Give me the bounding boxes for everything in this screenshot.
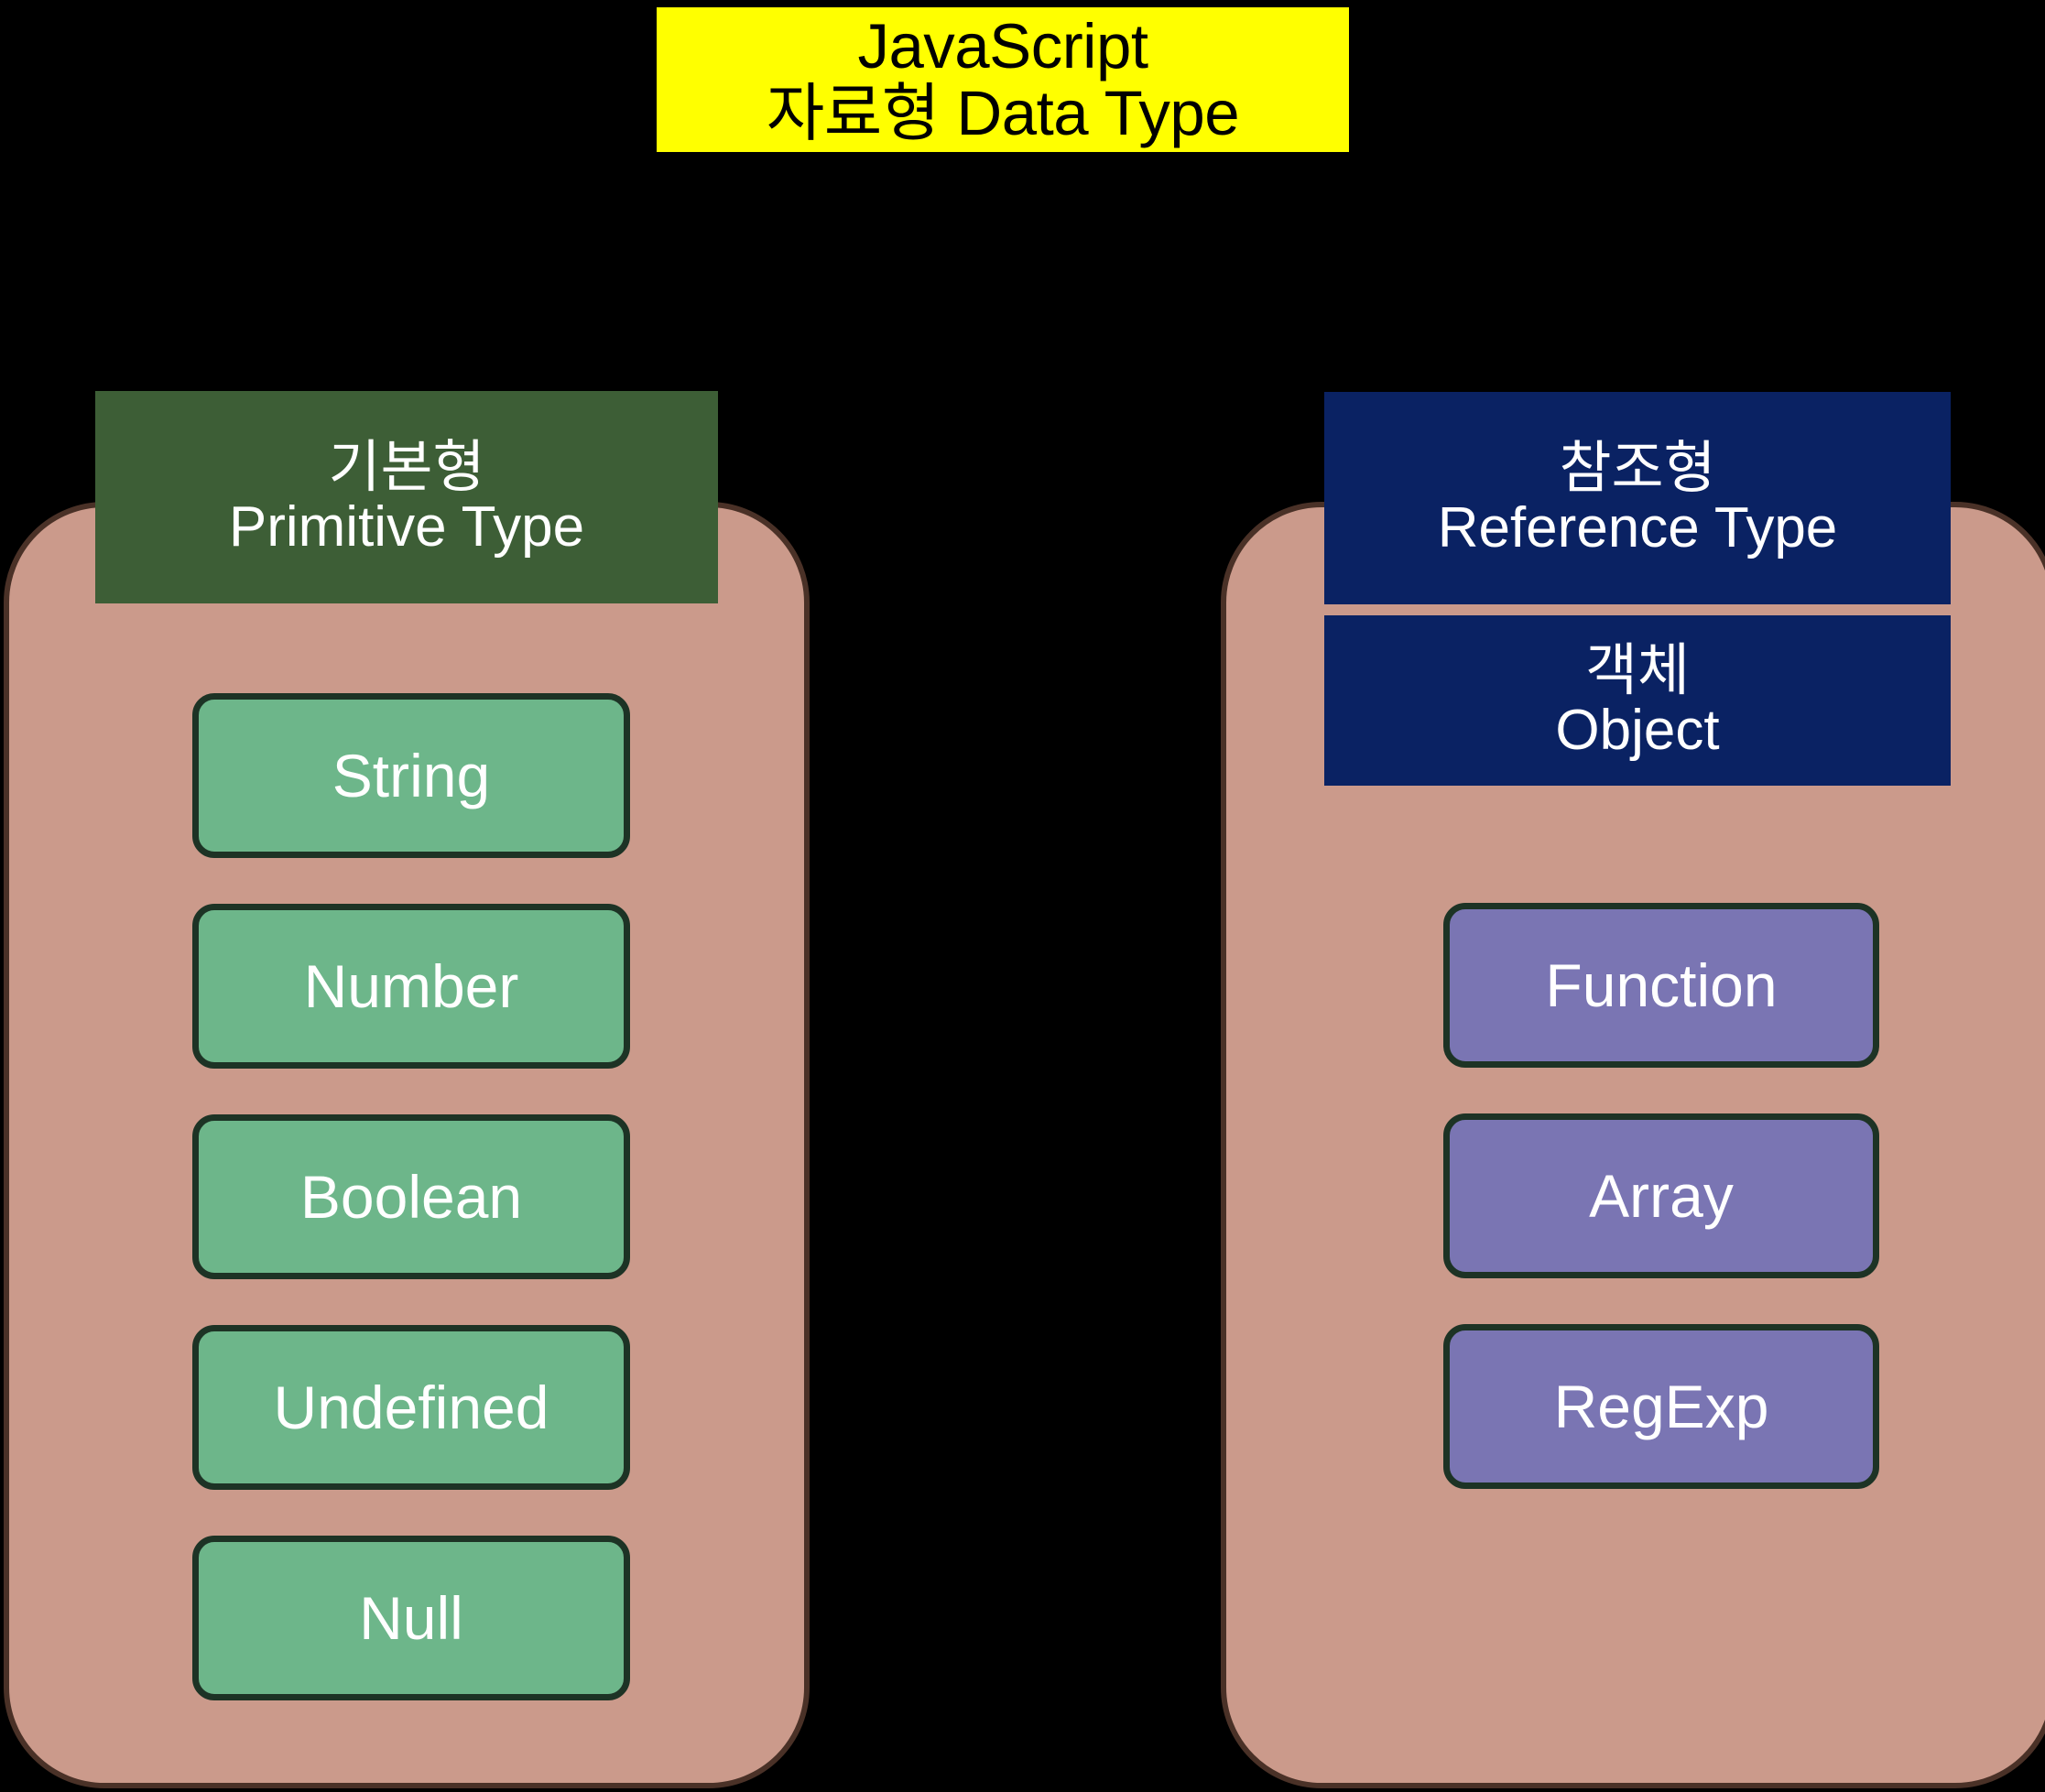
diagram-title: JavaScript 자료형 Data Type xyxy=(657,7,1349,152)
reference-item-array-label: Array xyxy=(1589,1162,1734,1230)
reference-banner-english: Reference Type xyxy=(1437,496,1838,559)
primitive-item-null[interactable]: Null xyxy=(192,1536,630,1700)
reference-item-array[interactable]: Array xyxy=(1443,1113,1879,1278)
reference-banner-korean: 참조형 xyxy=(1559,436,1716,500)
primitive-item-null-label: Null xyxy=(359,1584,463,1652)
primitive-item-undefined-label: Undefined xyxy=(273,1374,549,1441)
primitive-item-number[interactable]: Number xyxy=(192,904,630,1069)
object-subbanner: 객체 Object xyxy=(1324,615,1951,786)
object-subbanner-korean: 객체 xyxy=(1584,638,1691,702)
primitive-item-boolean[interactable]: Boolean xyxy=(192,1114,630,1279)
primitive-type-banner: 기본형 Primitive Type xyxy=(95,391,718,603)
reference-item-regexp[interactable]: RegExp xyxy=(1443,1324,1879,1489)
diagram-title-line-1: JavaScript xyxy=(857,10,1148,81)
primitive-banner-english: Primitive Type xyxy=(228,495,585,559)
primitive-item-string-label: String xyxy=(332,742,491,809)
reference-type-banner: 참조형 Reference Type xyxy=(1324,392,1951,604)
primitive-item-number-label: Number xyxy=(303,952,519,1020)
reference-item-function[interactable]: Function xyxy=(1443,903,1879,1068)
object-subbanner-english: Object xyxy=(1555,699,1720,762)
primitive-item-boolean-label: Boolean xyxy=(299,1163,523,1231)
reference-item-function-label: Function xyxy=(1545,951,1778,1019)
reference-item-regexp-label: RegExp xyxy=(1553,1373,1769,1440)
primitive-item-string[interactable]: String xyxy=(192,693,630,858)
primitive-banner-korean: 기본형 xyxy=(328,435,485,499)
diagram-title-line-2: 자료형 Data Type xyxy=(766,78,1240,148)
primitive-item-undefined[interactable]: Undefined xyxy=(192,1325,630,1490)
